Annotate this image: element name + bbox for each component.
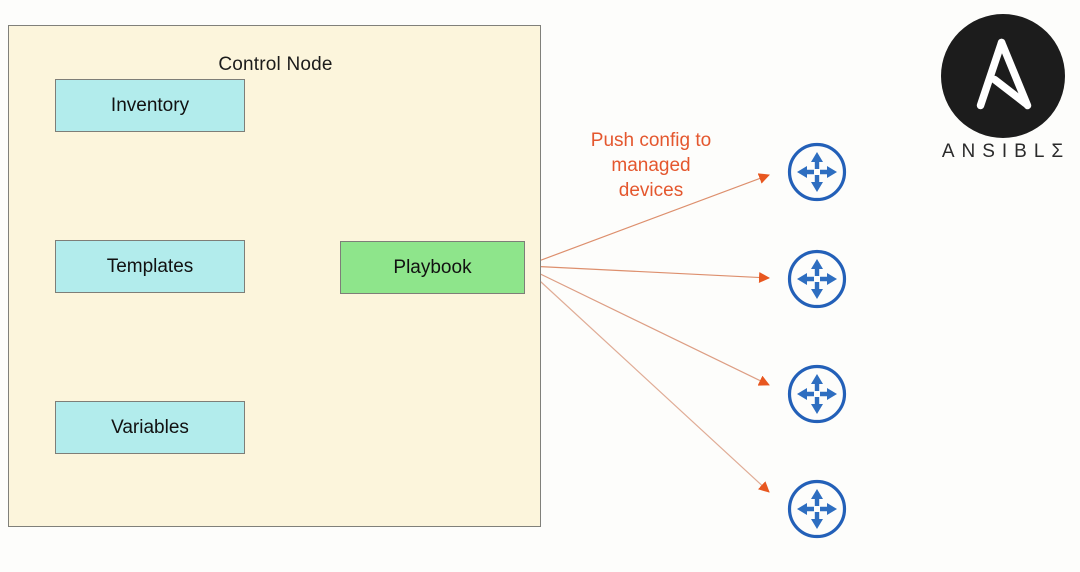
router-icon-2[interactable]	[786, 248, 848, 310]
node-box-variables[interactable]: Variables	[55, 401, 245, 454]
push-config-caption-line-3: devices	[618, 180, 684, 201]
node-box-variables-label: Variables	[111, 416, 189, 438]
node-box-templates-label: Templates	[106, 255, 194, 277]
node-box-inventory-label: Inventory	[110, 94, 190, 116]
node-box-playbook[interactable]: Playbook	[340, 241, 525, 294]
router-icon-1[interactable]	[786, 141, 848, 203]
node-box-templates[interactable]: Templates	[55, 240, 245, 293]
ansible-logo-icon	[941, 14, 1065, 138]
connector-playbook-to-router-2	[527, 265, 770, 283]
ansible-wordmark: ANSIBLΣ	[941, 141, 1071, 162]
connector-playbook-to-router-3	[527, 267, 770, 386]
node-box-inventory[interactable]: Inventory	[55, 79, 245, 132]
router-icon-4[interactable]	[786, 478, 848, 540]
node-box-playbook-label: Playbook	[393, 256, 472, 278]
control-node-title: Control Node	[218, 54, 333, 75]
push-config-caption-line-1: Push config to	[590, 130, 712, 151]
connector-playbook-to-router-4	[527, 269, 770, 493]
push-config-caption-line-2: managed	[611, 155, 691, 176]
push-config-caption: Push config to managed devices	[566, 128, 736, 203]
router-icon-3[interactable]	[786, 363, 848, 425]
